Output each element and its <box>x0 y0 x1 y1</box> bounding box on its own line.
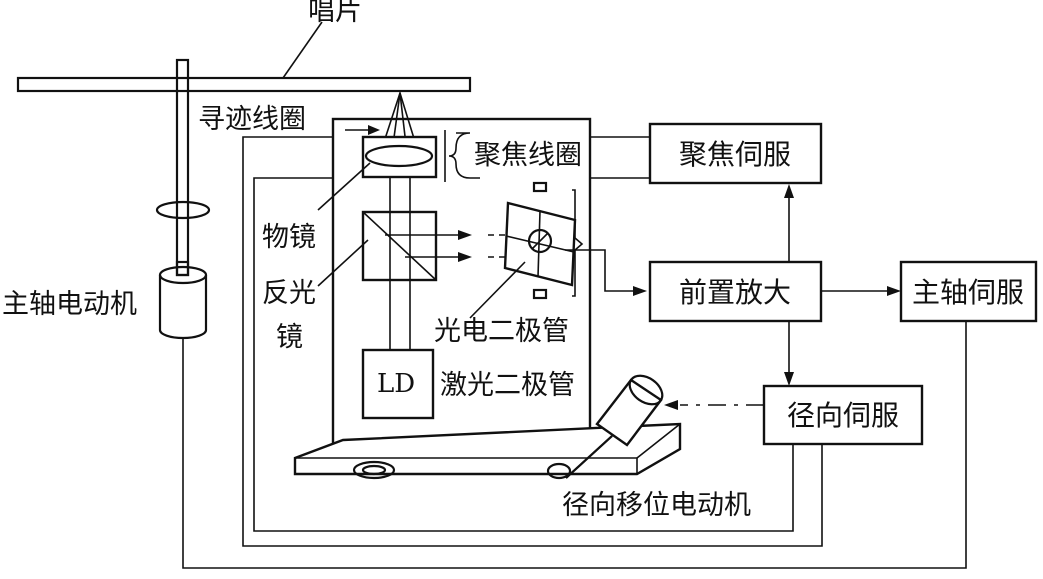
tracking-coil-arrow <box>345 125 380 135</box>
focus-servo-label: 聚焦伺服 <box>679 138 791 171</box>
preamp-to-radial-arrow <box>784 321 794 386</box>
focus-coil-bracket <box>444 130 480 182</box>
reflector-label-2: 镜 <box>276 322 303 353</box>
reflector-leader <box>317 239 369 287</box>
radial-control-link <box>664 400 764 410</box>
preamp-to-spindle-arrow <box>821 286 901 296</box>
spindle-servo-label: 主轴伺服 <box>912 276 1024 309</box>
focus-coil-label: 聚焦线圈 <box>474 140 582 171</box>
radial-motor <box>546 374 664 480</box>
beam-splitter <box>361 210 438 282</box>
radial-servo-box: 径向伺服 <box>762 384 924 446</box>
record-disc <box>16 21 472 93</box>
radial-motor-label: 径向移位电动机 <box>562 490 751 521</box>
radial-servo-label: 径向伺服 <box>787 399 899 432</box>
photodiode-label: 光电二极管 <box>434 316 569 347</box>
reflector-label-1: 反光 <box>262 278 316 309</box>
tracking-coil-label: 寻迹线圈 <box>198 104 306 135</box>
focus-servo-box: 聚焦伺服 <box>648 122 823 185</box>
photodiode-output-wire <box>565 249 647 296</box>
spindle-motor-label: 主轴电动机 <box>2 289 137 320</box>
preamp-label: 前置放大 <box>679 276 791 309</box>
laser-diode-label: 激光二极管 <box>440 370 575 401</box>
preamp-to-focus-arrow <box>784 184 794 262</box>
laser-diode-ld-text: LD <box>377 369 415 399</box>
objective-lens-block <box>361 135 438 179</box>
record-label: 唱片 <box>308 0 362 27</box>
objective-lens-leader <box>317 162 371 211</box>
spindle-assembly <box>155 58 211 340</box>
objective-lens-label: 物镜 <box>262 222 316 253</box>
spindle-servo-box: 主轴伺服 <box>899 260 1038 323</box>
photodiode-leader <box>469 261 526 319</box>
laser-diode <box>361 348 435 420</box>
preamp-box: 前置放大 <box>648 260 823 323</box>
photodiode-beams <box>385 230 505 262</box>
